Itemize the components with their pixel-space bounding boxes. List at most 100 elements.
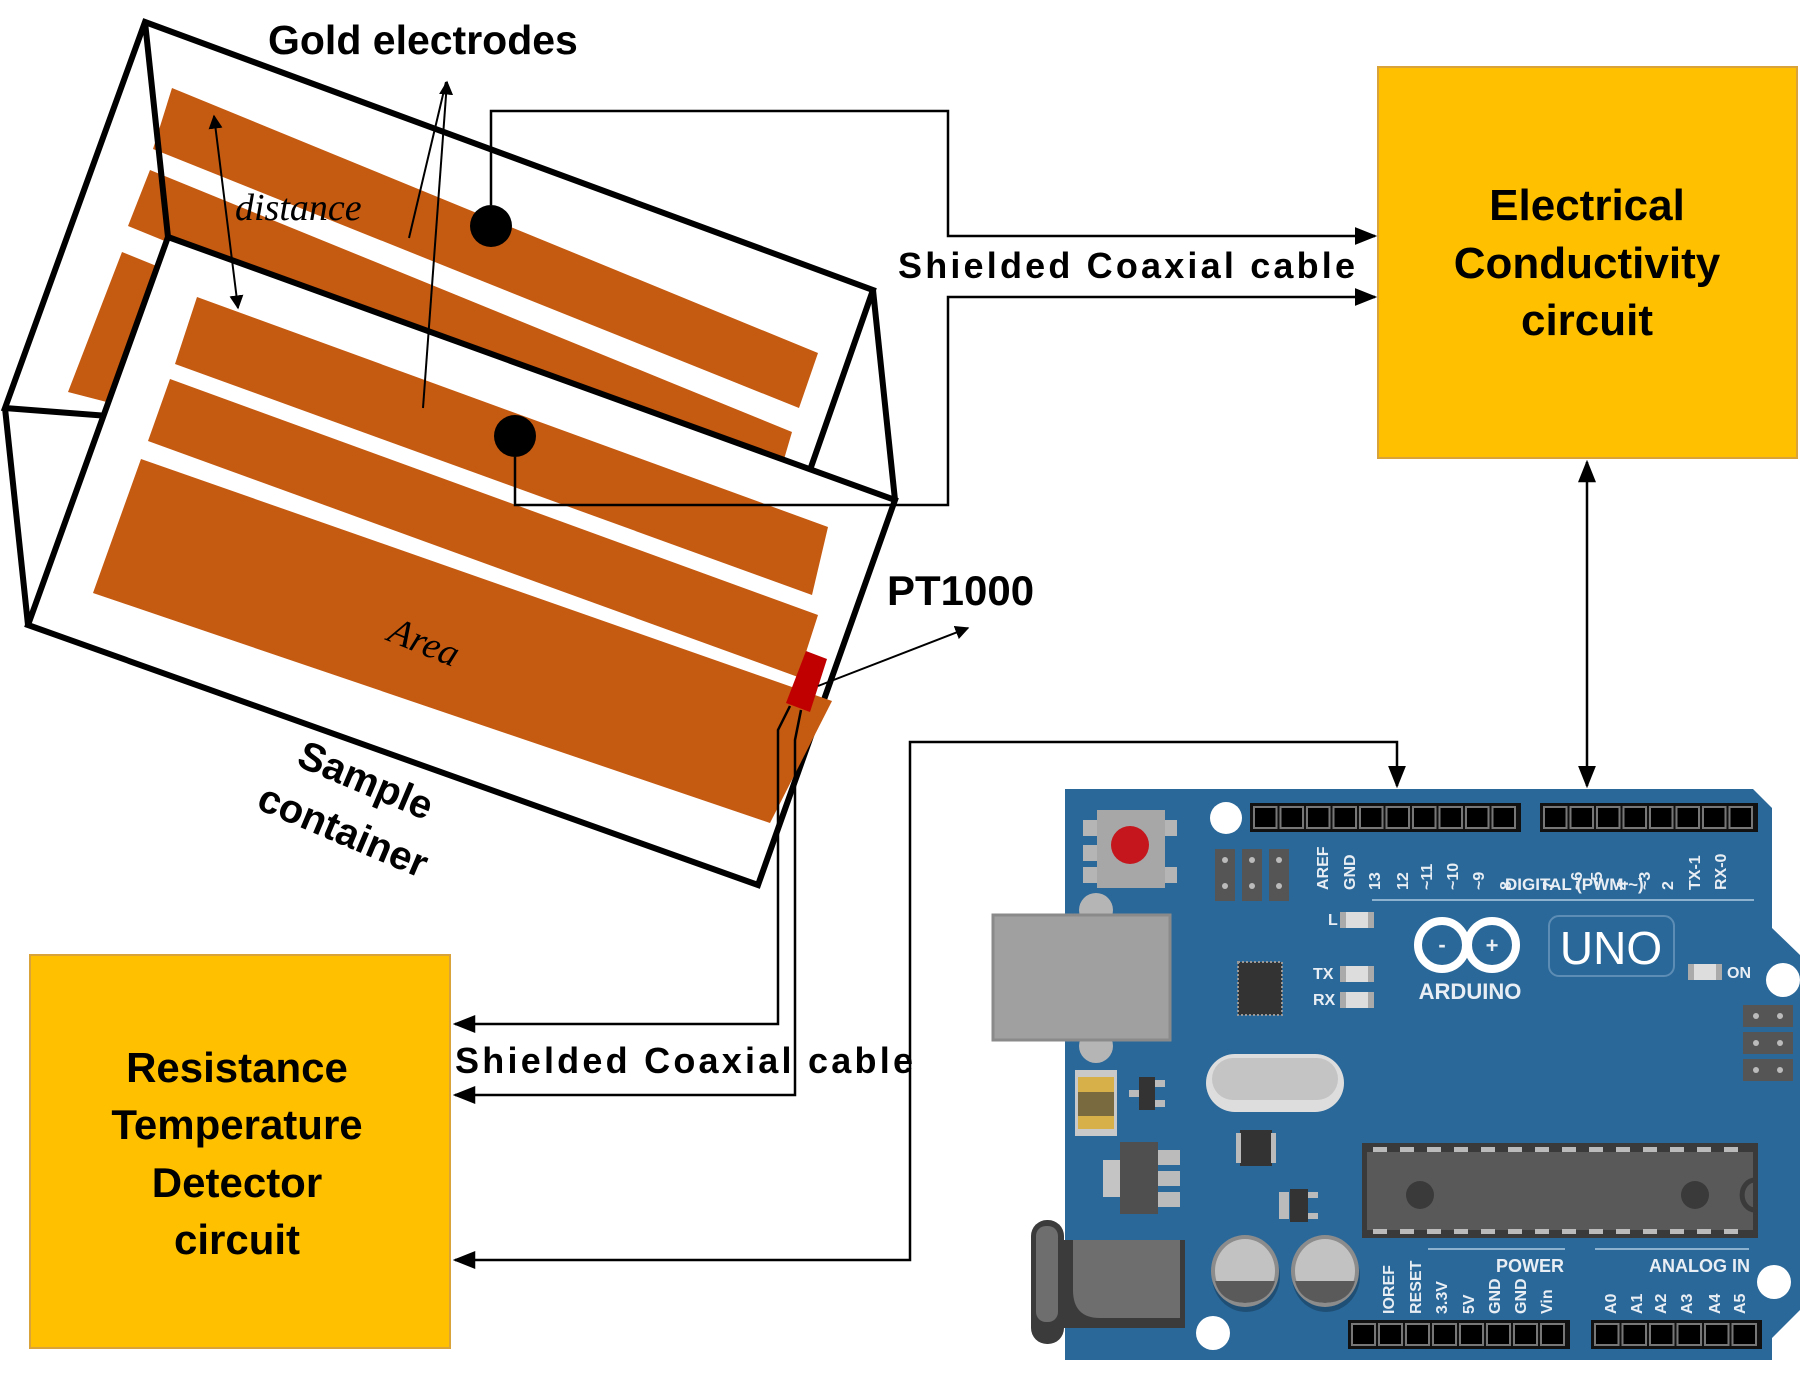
rtd-arduino-link bbox=[452, 740, 1406, 1269]
header-socket bbox=[1731, 1323, 1757, 1346]
chip-pin bbox=[1589, 1229, 1603, 1234]
digital-header-right bbox=[1540, 803, 1758, 832]
distance-arrow bbox=[208, 114, 244, 310]
mounting-hole bbox=[1196, 1316, 1230, 1350]
analog-title: ANALOG IN bbox=[1649, 1256, 1750, 1276]
pin-label: A0 bbox=[1603, 1293, 1620, 1314]
pin-label: A5 bbox=[1732, 1293, 1749, 1314]
svg-text:TX: TX bbox=[1313, 966, 1334, 983]
chip-pin bbox=[1724, 1229, 1738, 1234]
header-socket bbox=[1412, 806, 1437, 829]
op-amp-chip bbox=[1236, 1130, 1276, 1166]
pin-label: TX-1 bbox=[1687, 855, 1704, 890]
pin-label: IOREF bbox=[1381, 1265, 1398, 1314]
analog-pin-labels: A0 A1 A2 A3 A4 A5 bbox=[1603, 1293, 1749, 1314]
ec-circuit-label-3: circuit bbox=[1521, 296, 1653, 345]
header-socket bbox=[1378, 1323, 1403, 1346]
ec-circuit-block: Electrical Conductivity circuit bbox=[1377, 66, 1798, 459]
chip-pin bbox=[1535, 1147, 1549, 1152]
crystal-oscillator bbox=[1206, 1054, 1344, 1112]
mounting-hole bbox=[1757, 1265, 1791, 1299]
container-edge bbox=[142, 21, 171, 238]
capacitor bbox=[1291, 1235, 1360, 1312]
electrode-contact-top bbox=[470, 205, 512, 247]
header-socket bbox=[1438, 806, 1463, 829]
power-header bbox=[1348, 1320, 1570, 1349]
pin-label: GND bbox=[1487, 1278, 1504, 1314]
atmega-chip bbox=[1362, 1143, 1758, 1238]
arduino-model: UNO bbox=[1560, 922, 1662, 974]
header-socket bbox=[1702, 806, 1727, 829]
chip-pin bbox=[1562, 1229, 1576, 1234]
chip-pin bbox=[1670, 1147, 1684, 1152]
chip-pin bbox=[1724, 1147, 1738, 1152]
chip-pin bbox=[1697, 1147, 1711, 1152]
sample-container: distance Gold electrodes Area Sample con… bbox=[0, 17, 1034, 889]
pin-label: GND bbox=[1513, 1278, 1530, 1314]
usb-chip bbox=[1237, 961, 1283, 1016]
front-electrode-3 bbox=[93, 459, 832, 823]
container-edge bbox=[870, 289, 898, 501]
mounting-hole bbox=[1766, 963, 1800, 997]
header-socket bbox=[1513, 1323, 1538, 1346]
transistor bbox=[1129, 1077, 1165, 1110]
distance-label: distance bbox=[235, 187, 362, 229]
pt1000-pointer bbox=[817, 626, 970, 687]
header-socket bbox=[1540, 1323, 1565, 1346]
led-on: ON bbox=[1688, 964, 1751, 982]
pin-label: 4 bbox=[1615, 881, 1632, 890]
header-socket bbox=[1359, 806, 1384, 829]
container-edge bbox=[2, 407, 31, 626]
svg-text:ON: ON bbox=[1727, 965, 1751, 982]
digital-header-left bbox=[1250, 803, 1521, 832]
chip-pin bbox=[1454, 1147, 1468, 1152]
header-socket bbox=[1569, 806, 1594, 829]
header-socket bbox=[1486, 1323, 1511, 1346]
coax-wire-top bbox=[489, 109, 1378, 245]
rtd-circuit-block: Resistance Temperature Detector circuit bbox=[29, 954, 451, 1349]
header-socket bbox=[1332, 806, 1357, 829]
pin-label: GND bbox=[1342, 854, 1359, 890]
chip-pin bbox=[1427, 1147, 1441, 1152]
chip-pin bbox=[1643, 1229, 1657, 1234]
chip-pin bbox=[1616, 1147, 1630, 1152]
svg-text:L: L bbox=[1328, 912, 1338, 929]
pin-label: A4 bbox=[1707, 1293, 1724, 1314]
icsp-header bbox=[1215, 849, 1289, 901]
header-socket bbox=[1253, 806, 1278, 829]
reset-button bbox=[1083, 810, 1177, 888]
pin-label: ~11 bbox=[1419, 864, 1436, 890]
pin-label: AREF bbox=[1315, 846, 1332, 890]
small-regulator bbox=[1279, 1189, 1318, 1222]
header-socket bbox=[1728, 806, 1753, 829]
header-socket bbox=[1351, 1323, 1376, 1346]
digital-header-title: DIGITAL (PWM ~) bbox=[1505, 875, 1644, 894]
analog-header bbox=[1591, 1320, 1762, 1349]
arduino-brand: ARDUINO bbox=[1419, 979, 1522, 1004]
back-electrode-1 bbox=[153, 88, 818, 408]
pin-label: A1 bbox=[1629, 1293, 1646, 1314]
pin-label: 12 bbox=[1395, 872, 1412, 890]
chip-pin bbox=[1535, 1229, 1549, 1234]
header-socket bbox=[1649, 1323, 1675, 1346]
chip-pin bbox=[1508, 1229, 1522, 1234]
header-socket bbox=[1622, 806, 1647, 829]
svg-text:-: - bbox=[1438, 932, 1445, 957]
header-socket bbox=[1459, 1323, 1484, 1346]
header-socket bbox=[1385, 806, 1410, 829]
pin-label: 3.3V bbox=[1434, 1281, 1451, 1314]
svg-text:RX: RX bbox=[1313, 992, 1336, 1009]
coax-wire-bottom bbox=[513, 288, 1378, 507]
chip-pin bbox=[1454, 1229, 1468, 1234]
chip-pin bbox=[1400, 1229, 1414, 1234]
pin-label: A3 bbox=[1679, 1293, 1696, 1314]
capacitor bbox=[1211, 1235, 1280, 1312]
header-socket bbox=[1621, 1323, 1647, 1346]
ec-circuit-label-2: Conductivity bbox=[1454, 239, 1721, 288]
pin-label: RX-0 bbox=[1713, 853, 1730, 890]
header-socket bbox=[1279, 806, 1304, 829]
header-socket bbox=[1594, 1323, 1620, 1346]
pin-label: A2 bbox=[1653, 1293, 1670, 1314]
